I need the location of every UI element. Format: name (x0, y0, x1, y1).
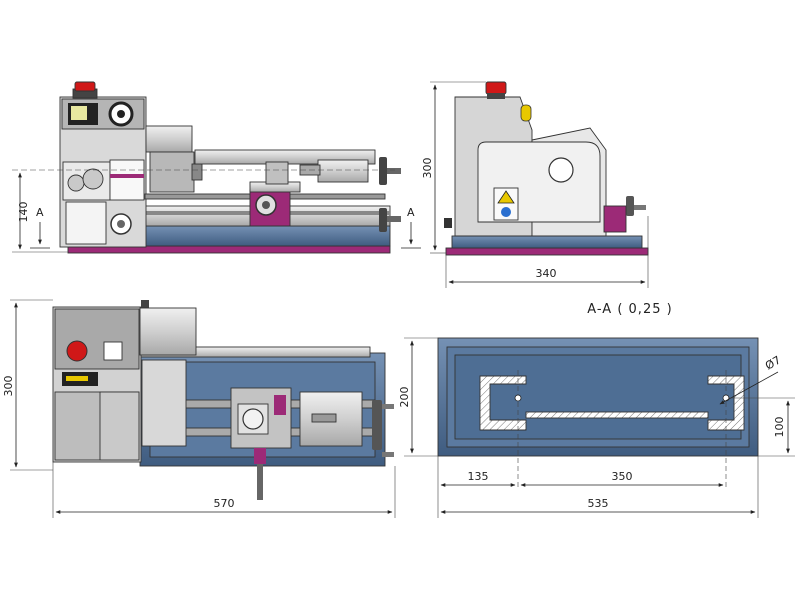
side-feed-knob (520, 104, 532, 122)
front-display-screen (71, 106, 87, 120)
side-estop-base (487, 93, 505, 99)
side-handwheel-handle (634, 205, 646, 210)
top-depth-label: 300 (2, 376, 15, 397)
top-tailstock-wheel (372, 400, 382, 450)
front-carriage-wheel-hub (262, 201, 270, 209)
front-tailstock-wheel (379, 157, 387, 185)
front-height-label: 140 (17, 202, 30, 223)
top-tailstock-quill (311, 413, 337, 423)
top-tailstock-handle-a (382, 404, 394, 409)
emergency-stop-icon (66, 340, 88, 362)
section-hole-left (514, 394, 522, 402)
top-control-panel (54, 308, 140, 370)
front-chuck (149, 151, 195, 193)
section-hole-leader (719, 371, 779, 405)
front-feed-knob-hub (117, 220, 125, 228)
front-thread-chart (65, 201, 107, 245)
front-chuck-guard (145, 125, 193, 153)
front-tailstock (317, 159, 369, 183)
section-bed-rib (525, 411, 709, 419)
section-mark-right: A (407, 206, 415, 219)
section-dim-total-label: 535 (588, 497, 609, 510)
emergency-stop-icon (485, 81, 507, 95)
side-handwheel (626, 196, 634, 216)
front-chuck-jaw (191, 163, 203, 181)
front-brand-plate (109, 159, 145, 201)
side-base-trim (445, 247, 649, 256)
front-brand-stripe (110, 174, 144, 178)
side-spindle-bore (548, 157, 574, 183)
front-speed-dial-hub (117, 110, 125, 118)
warning-triangle-icon (497, 190, 515, 204)
top-cross-slide-screw (254, 448, 266, 464)
front-leadscrew-handle (387, 216, 401, 222)
front-leadscrew-wheel (379, 208, 387, 232)
top-lower-cabinet-panel (99, 391, 140, 461)
side-lever (444, 218, 452, 228)
top-selector-switch (103, 341, 123, 361)
top-cross-slide-handle (257, 464, 263, 500)
section-title: A-A ( 0,25 ) (587, 302, 672, 317)
section-dim-span-label: 350 (612, 470, 633, 483)
side-height-label: 300 (421, 158, 434, 179)
side-carriage (603, 205, 627, 233)
top-indicator-led (66, 376, 88, 381)
section-offset-label: 100 (773, 417, 786, 438)
side-view: 300 340 (421, 81, 649, 288)
section-mark-left: A (36, 206, 44, 219)
front-gear-b (82, 168, 104, 190)
info-circle-icon (501, 207, 511, 217)
front-base-tray (144, 225, 391, 247)
side-width-label: 340 (536, 267, 557, 280)
top-length-label: 570 (214, 497, 235, 510)
top-chuck-guard (139, 307, 197, 356)
section-view: A-A ( 0,25 ) Ø7 200 100 135 350 535 (398, 302, 795, 518)
front-tailstock-handle (387, 168, 401, 174)
section-height-label: 200 (398, 387, 411, 408)
front-view: 140 A A (12, 81, 421, 254)
front-tool-post (265, 161, 289, 185)
section-foot-right (707, 375, 745, 431)
top-tailstock-handle-b (382, 452, 394, 457)
front-gear-a (67, 174, 85, 192)
section-dim-left-label: 135 (468, 470, 489, 483)
top-cross-slide-purple (274, 395, 286, 415)
emergency-stop-icon (74, 81, 96, 92)
top-view: 300 570 (2, 299, 396, 518)
top-chuck (141, 359, 187, 447)
section-foot-left (479, 375, 527, 431)
section-hole-label: Ø7 (763, 354, 783, 373)
top-motor-stub (141, 300, 149, 308)
handwheel-icon (242, 408, 264, 430)
side-base-tray (451, 235, 643, 249)
